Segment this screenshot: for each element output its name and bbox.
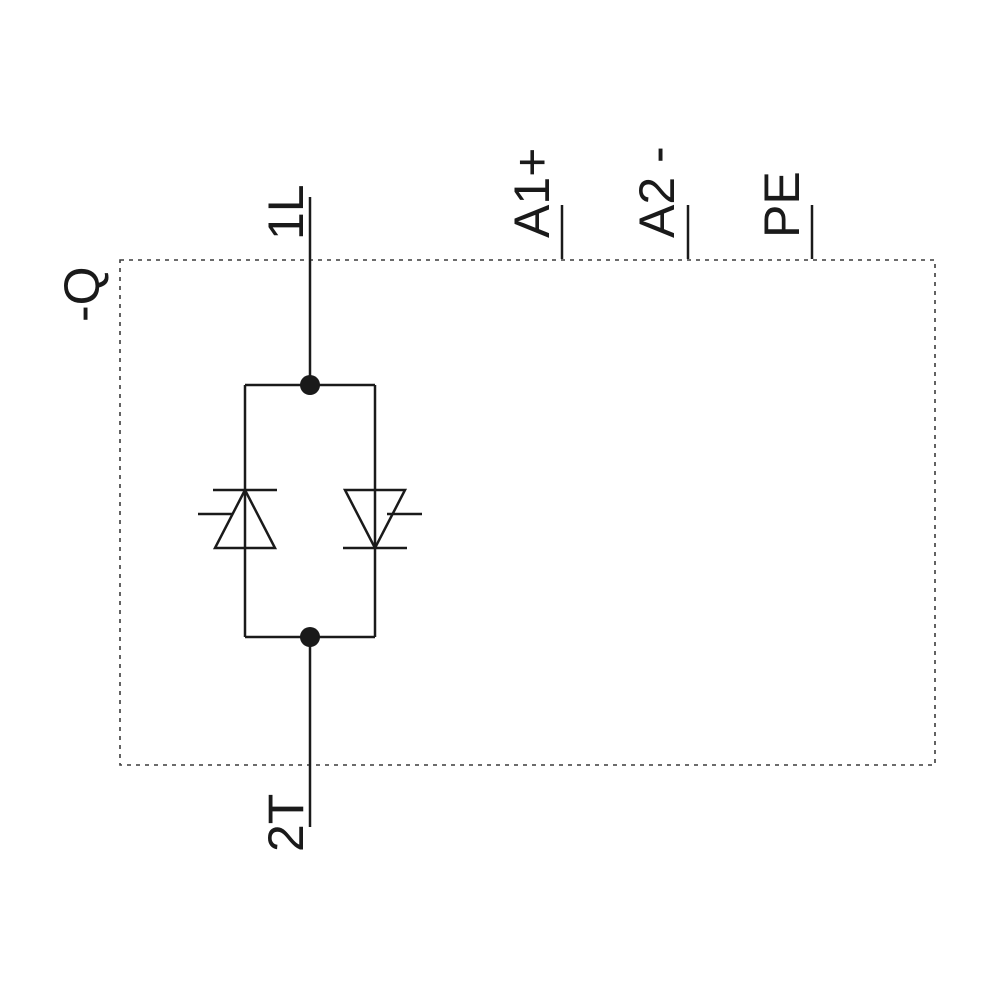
terminal-label-2T: 2T (258, 794, 314, 852)
thyristor-right-icon (342, 488, 422, 551)
thyristor-left-triangle (212, 487, 278, 550)
thyristor-right-triangle (342, 488, 408, 551)
junction-dot-top (300, 375, 320, 395)
terminal-label-PE: PE (754, 171, 810, 238)
thyristor-left-icon (198, 487, 278, 550)
component-designation-label: -Q (54, 266, 110, 322)
device-boundary-box (119, 259, 936, 766)
terminal-label-A2minus: A2 - (629, 146, 685, 238)
terminal-label-A1plus: A1+ (504, 148, 560, 238)
terminal-label-1L: 1L (258, 184, 314, 240)
